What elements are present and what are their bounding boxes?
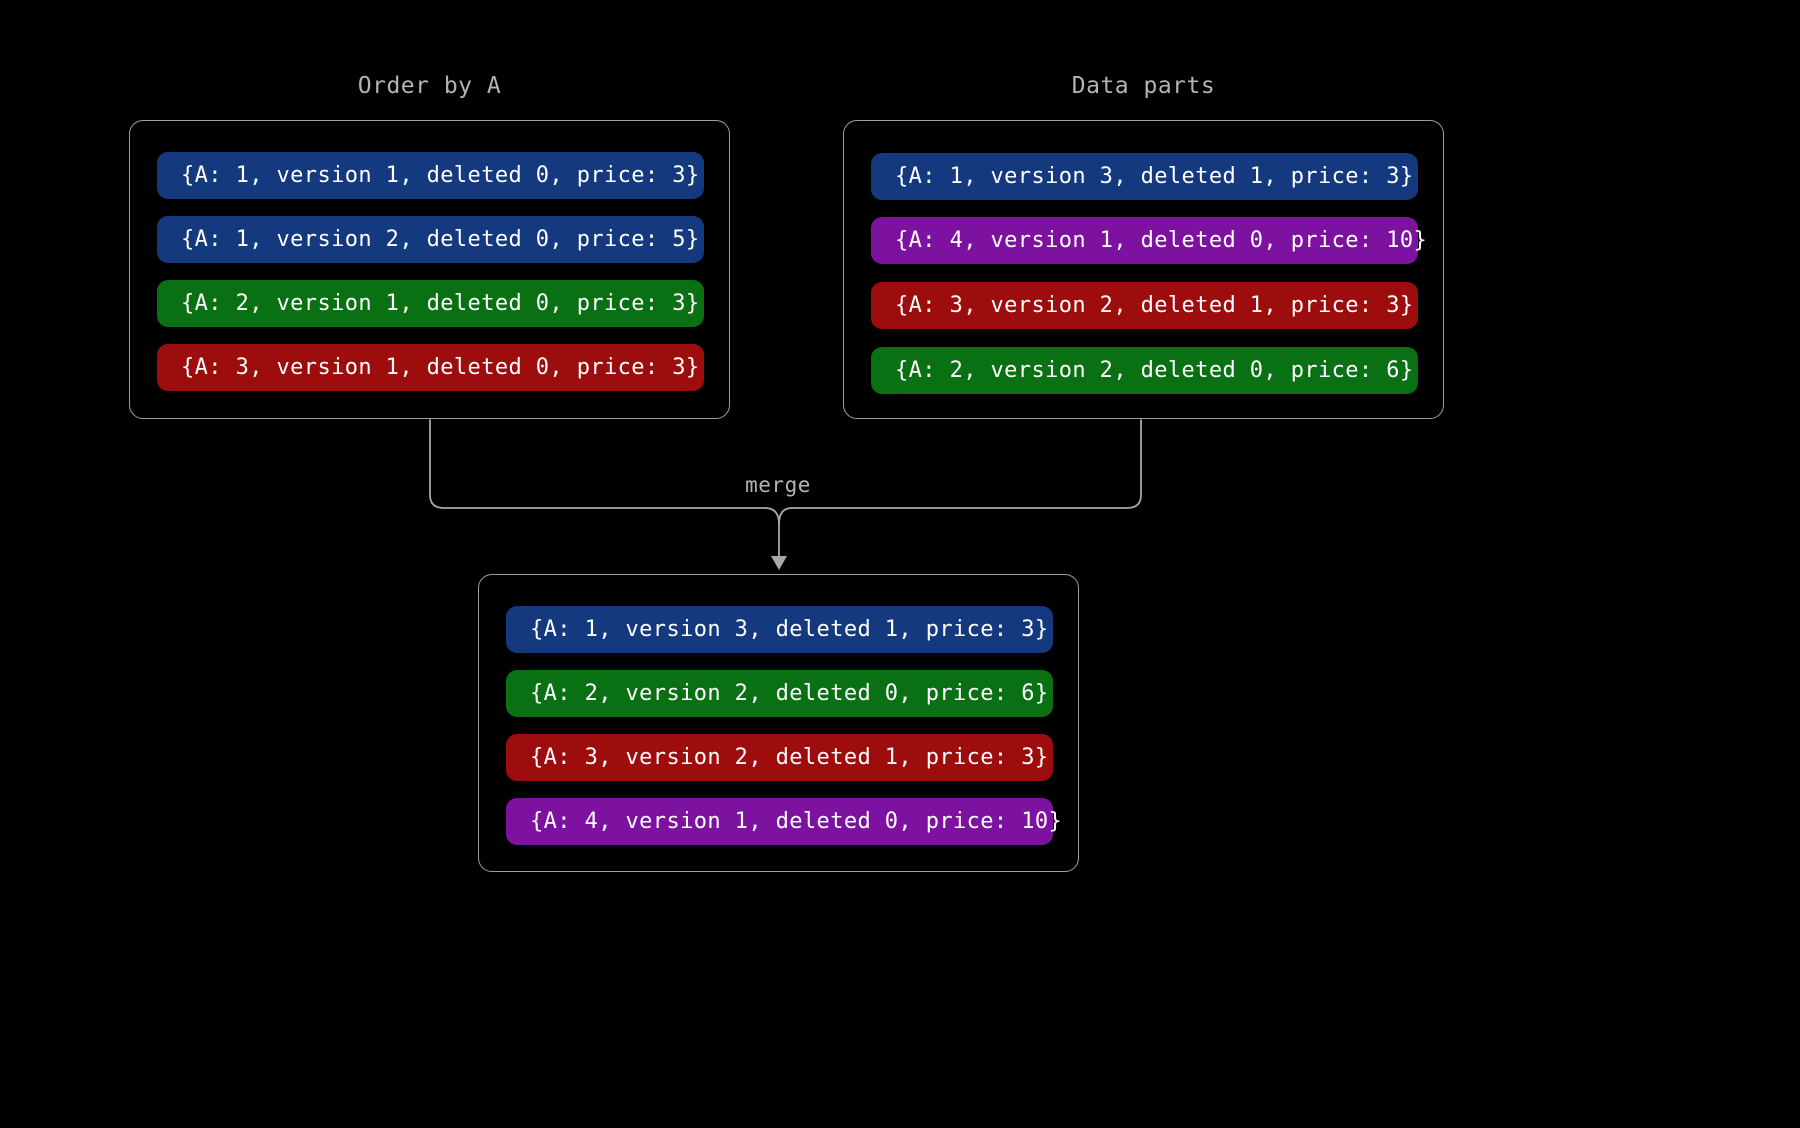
record-chip[interactable]: {A: 3, version 2, deleted 1, price: 3} xyxy=(871,282,1418,329)
record-chip-label: {A: 1, version 1, deleted 0, price: 3} xyxy=(181,163,700,188)
record-chip-label: {A: 1, version 3, deleted 1, price: 3} xyxy=(895,164,1414,189)
panel-data-parts: {A: 1, version 3, deleted 1, price: 3} {… xyxy=(843,120,1444,419)
arrow-head-icon xyxy=(771,556,787,570)
record-chip-label: {A: 2, version 1, deleted 0, price: 3} xyxy=(181,291,700,316)
panel-title-right: Data parts xyxy=(1071,73,1216,99)
panel-order-by-a: {A: 1, version 1, deleted 0, price: 3} {… xyxy=(129,120,730,419)
record-chip-label: {A: 2, version 2, deleted 0, price: 6} xyxy=(895,358,1414,383)
record-chip[interactable]: {A: 1, version 3, deleted 1, price: 3} xyxy=(506,606,1053,653)
connector-right-path xyxy=(791,419,1142,509)
record-chip-label: {A: 1, version 3, deleted 1, price: 3} xyxy=(530,617,1049,642)
record-chip[interactable]: {A: 3, version 1, deleted 0, price: 3} xyxy=(157,344,704,391)
connector-merge-join xyxy=(764,507,780,564)
record-chip-label: {A: 1, version 2, deleted 0, price: 5} xyxy=(181,227,700,252)
record-chip[interactable]: {A: 1, version 3, deleted 1, price: 3} xyxy=(871,153,1418,200)
record-chip[interactable]: {A: 2, version 2, deleted 0, price: 6} xyxy=(871,347,1418,394)
record-chip-label: {A: 4, version 1, deleted 0, price: 10} xyxy=(895,228,1428,253)
connector-left-path xyxy=(429,419,766,509)
panel-merged-result: {A: 1, version 3, deleted 1, price: 3} {… xyxy=(478,574,1079,872)
panel-title-left: Order by A xyxy=(357,73,502,99)
record-chip[interactable]: {A: 4, version 1, deleted 0, price: 10} xyxy=(871,217,1427,264)
record-chip-label: {A: 3, version 1, deleted 0, price: 3} xyxy=(181,355,700,380)
record-chip[interactable]: {A: 4, version 1, deleted 0, price: 10} xyxy=(506,798,1062,845)
record-chip-label: {A: 2, version 2, deleted 0, price: 6} xyxy=(530,681,1049,706)
record-chip[interactable]: {A: 1, version 2, deleted 0, price: 5} xyxy=(157,216,704,263)
record-chip[interactable]: {A: 3, version 2, deleted 1, price: 3} xyxy=(506,734,1053,781)
record-chip-label: {A: 3, version 2, deleted 1, price: 3} xyxy=(530,745,1049,770)
record-chip[interactable]: {A: 2, version 2, deleted 0, price: 6} xyxy=(506,670,1053,717)
record-chip-label: {A: 3, version 2, deleted 1, price: 3} xyxy=(895,293,1414,318)
merge-label: merge xyxy=(745,473,811,497)
record-chip[interactable]: {A: 2, version 1, deleted 0, price: 3} xyxy=(157,280,704,327)
connector-merge-join-right xyxy=(778,507,793,525)
record-chip[interactable]: {A: 1, version 1, deleted 0, price: 3} xyxy=(157,152,704,199)
record-chip-label: {A: 4, version 1, deleted 0, price: 10} xyxy=(530,809,1063,834)
